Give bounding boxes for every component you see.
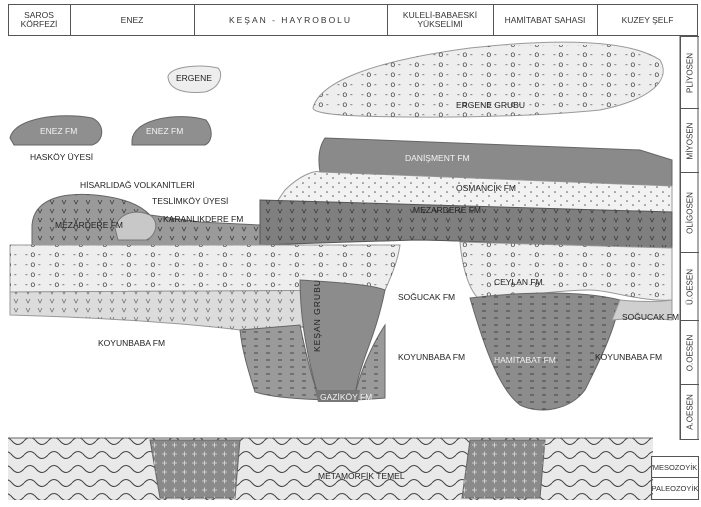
header-hamitabat: HAMİTABAT SAHASI <box>493 4 598 36</box>
label-koyunbaba-left: KOYUNBABA FM <box>98 338 166 348</box>
label-hamitabat: HAMİTABAT FM <box>494 355 556 365</box>
label-mezardere-mid: MEZARDERE FM <box>413 205 481 215</box>
label-kesan-grubu: KEŞAN GRUBU <box>312 279 322 352</box>
label-osmancik: OSMANCIK FM <box>456 183 516 193</box>
label-koyunbaba-right: KOYUNBABA FM <box>595 352 663 362</box>
label-ceylan: CEYLAN FM <box>494 277 543 287</box>
age-a-oesen: A.OESEN <box>680 384 699 440</box>
label-haskoy: HASKÖY ÜYESİ <box>30 152 94 162</box>
label-teslimkoy: TESLİMKÖY ÜYESİ <box>152 196 229 206</box>
label-mezardere-left: MEZARDERE FM <box>55 220 123 230</box>
header-frame <box>8 4 698 36</box>
label-ergene-small: ERGENE <box>176 73 212 83</box>
header-kesan-hayrobolu: KEŞAN - HAYROBOLU <box>194 4 388 36</box>
era-paleozoyik: PALEOZOYİK <box>651 478 699 500</box>
label-enez-right: ENEZ FM <box>146 126 184 136</box>
label-metamorfik: METAMORFİK TEMEL <box>318 471 405 481</box>
header-enez: ENEZ <box>70 4 195 36</box>
label-karanlikdere: KARANLIKDERE FM <box>163 214 244 224</box>
header-kuzey-self: KUZEY ŞELF <box>621 14 674 25</box>
label-ergene-grubu: ERGENE GRUBU <box>456 100 525 110</box>
label-hisarlidag: HİSARLIDAĞ VOLKANİTLERİ <box>80 180 195 190</box>
age-oligosen: OLİGOSEN <box>680 172 699 252</box>
age-u-oesen: Ü.OESEN <box>680 252 699 320</box>
age-pliyosen: PLİYOSEN <box>680 36 699 108</box>
label-gazikoy: GAZİKÖY FM <box>320 392 373 402</box>
era-mesozoyik: MESOZOYİK <box>651 456 699 478</box>
age-miyosen: MİYOSEN <box>680 108 699 172</box>
age-o-oesen: O.OESEN <box>680 320 699 384</box>
label-koyunbaba-mid: KOYUNBABA FM <box>398 352 466 362</box>
label-sogucak-mid: SOĞUCAK FM <box>398 292 456 302</box>
label-enez-left: ENEZ FM <box>40 126 78 136</box>
label-sogucak-right: SOĞUCAK FM <box>622 312 680 322</box>
label-danisment: DANİŞMENT FM <box>405 153 470 163</box>
